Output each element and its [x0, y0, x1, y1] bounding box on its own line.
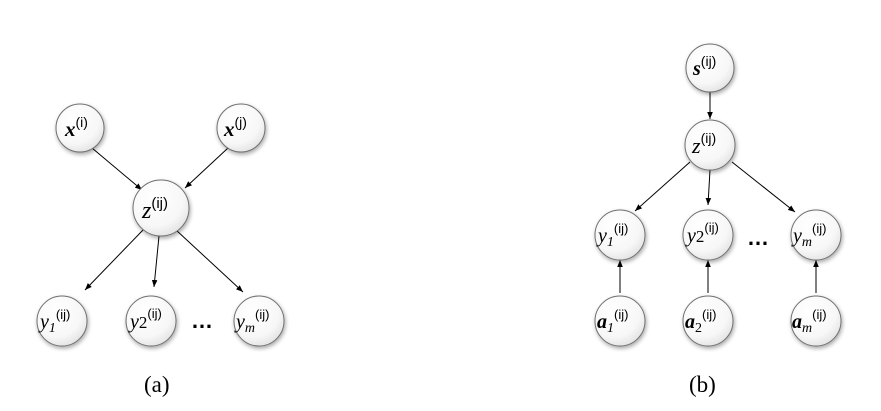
node-y2-sub: 2	[139, 313, 148, 332]
node-a1-sub: 1	[607, 321, 614, 336]
svg-text:y1(ij): y1(ij)	[38, 307, 70, 336]
svg-text:x(i): x(i)	[64, 114, 88, 141]
node-s-main: s	[692, 58, 701, 80]
node-a1-sup: (ij)	[614, 307, 628, 322]
svg-text:s(ij): s(ij)	[692, 53, 716, 80]
panel-a: x(i) x(j) z(ij) y1(ij) y2(ij)	[36, 103, 285, 397]
node-ym-sup: (ij)	[812, 221, 826, 236]
node-y1-main: y	[596, 225, 607, 247]
svg-text:ym(ij): ym(ij)	[791, 221, 826, 250]
node-z: z(ij)	[132, 179, 190, 237]
node-ym-sub: m	[245, 321, 255, 336]
node-y2: y2(ij)	[682, 209, 734, 261]
node-x-i: x(i)	[55, 103, 105, 153]
svg-text:am(ij): am(ij)	[792, 307, 827, 336]
node-y1-main: y	[38, 311, 49, 333]
node-y1-sub: 1	[607, 235, 614, 250]
node-a2-sup: (ij)	[702, 307, 716, 322]
node-y1-sub: 1	[49, 321, 56, 336]
node-y2-sup: (ij)	[147, 306, 161, 321]
node-y1: y1(ij)	[594, 209, 646, 261]
node-y2: y2(ij)	[125, 295, 177, 347]
node-x-j-sup: (j)	[235, 114, 247, 130]
node-a1-main: a	[597, 311, 607, 333]
svg-text:a2(ij): a2(ij)	[685, 307, 716, 336]
node-ym-sup: (ij)	[255, 307, 269, 322]
node-a1: a1(ij)	[594, 295, 646, 347]
svg-text:z(ij): z(ij)	[141, 195, 168, 224]
node-a2-main: a	[685, 311, 695, 333]
panel-b: s(ij) z(ij) y1(ij) y2(ij) … ym(ij)	[594, 43, 842, 397]
node-a2: a2(ij)	[682, 295, 734, 347]
svg-text:ym(ij): ym(ij)	[234, 307, 269, 336]
node-x-j-main: x	[223, 117, 235, 141]
node-am: am(ij)	[790, 295, 842, 347]
node-y2-sup: (ij)	[704, 220, 718, 235]
edge-z-to-ym	[175, 229, 244, 293]
edge-z-to-y1	[84, 229, 144, 291]
node-a2-sub: 2	[695, 321, 702, 336]
svg-text:z(ij): z(ij)	[691, 130, 716, 158]
svg-text:y2(ij): y2(ij)	[685, 220, 719, 247]
node-x-j: x(j)	[216, 103, 266, 153]
svg-text:a1(ij): a1(ij)	[597, 307, 628, 336]
node-z-sup: (ij)	[701, 130, 717, 146]
node-x-i-main: x	[64, 117, 76, 141]
edge-z-to-y2	[151, 235, 160, 288]
node-ym-main: y	[791, 225, 802, 247]
node-z-main: z	[141, 198, 152, 224]
ellipsis-b: …	[747, 225, 769, 250]
caption-b: (b)	[689, 372, 716, 397]
edge-z-to-ym	[731, 161, 796, 213]
node-y1-sup: (ij)	[56, 307, 70, 322]
node-y2-sub: 2	[696, 227, 705, 246]
node-am-sup: (ij)	[812, 307, 826, 322]
svg-text:y2(ij): y2(ij)	[128, 306, 162, 333]
svg-text:y1(ij): y1(ij)	[596, 221, 628, 250]
svg-text:x(j): x(j)	[223, 114, 247, 141]
node-am-main: a	[792, 311, 802, 333]
node-z: z(ij)	[684, 119, 736, 171]
node-ym: ym(ij)	[233, 295, 285, 347]
node-z-main: z	[691, 133, 701, 158]
node-s-sup: (ij)	[701, 53, 717, 69]
node-s: s(ij)	[685, 43, 735, 93]
ellipsis-a: …	[191, 308, 213, 333]
node-ym: ym(ij)	[790, 209, 842, 261]
edge-z-to-y2	[705, 169, 712, 206]
node-am-sub: m	[802, 321, 812, 336]
node-x-i-sup: (i)	[76, 114, 88, 130]
node-y1: y1(ij)	[36, 295, 88, 347]
edge-xj-to-z	[184, 147, 229, 189]
node-z-sup: (ij)	[151, 195, 168, 212]
node-y2-main: y	[128, 311, 139, 333]
node-ym-main: y	[234, 311, 245, 333]
node-y1-sup: (ij)	[614, 221, 628, 236]
node-ym-sub: m	[802, 235, 812, 250]
edge-xi-to-z	[91, 147, 143, 191]
edge-z-to-y1	[634, 161, 691, 212]
caption-a: (a)	[144, 372, 170, 397]
node-y2-main: y	[685, 225, 696, 247]
